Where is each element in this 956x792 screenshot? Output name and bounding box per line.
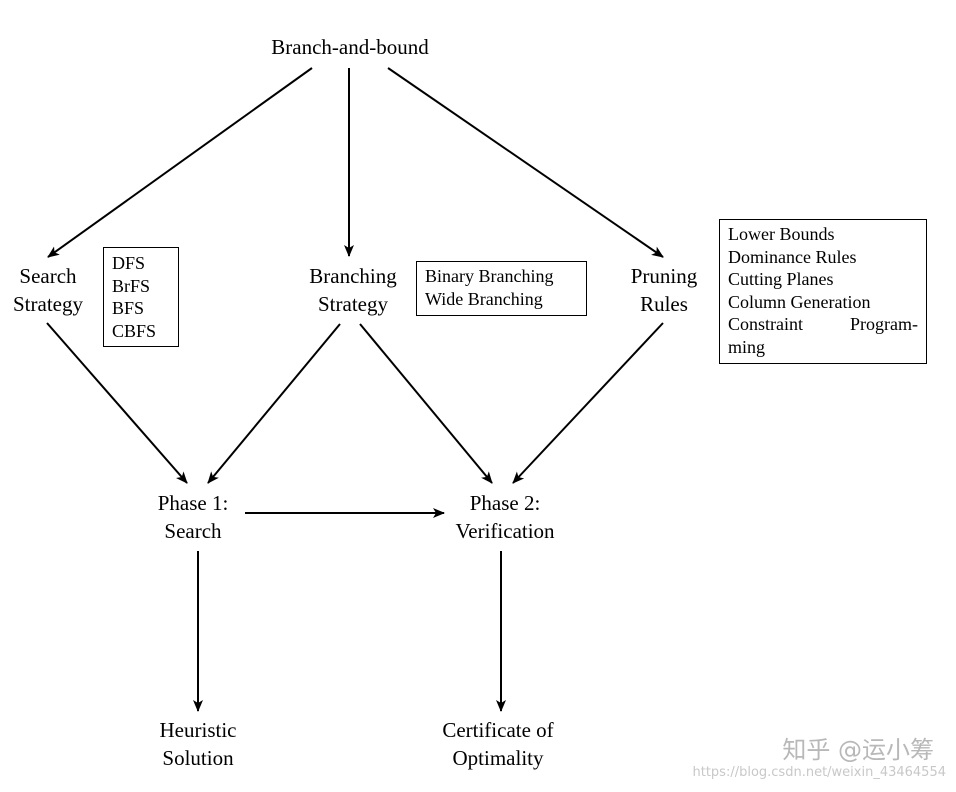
phase1-line-1: Phase 1:	[157, 491, 229, 515]
edge-branching-strategy-to-phase2	[359, 323, 493, 484]
search-box-item: DFS	[112, 253, 146, 273]
branching-strategy-line-2: Strategy	[318, 292, 388, 316]
root-label: Branch-and-bound	[271, 35, 429, 59]
search-strategy-node: Search Strategy	[0, 262, 96, 318]
search-strategy-line-1: Search	[19, 264, 77, 288]
phase1-node: Phase 1: Search	[138, 489, 248, 545]
pruning-box-item: Dominance Rules	[728, 246, 857, 267]
pruning-box-item: ming	[728, 336, 766, 357]
pruning-box-item: Constraint Program-	[728, 314, 918, 334]
edge-pruning-rules-to-phase2	[512, 322, 664, 484]
branching-strategy-box: Binary Branching Wide Branching	[416, 261, 587, 316]
pruning-rules-line-1: Pruning	[630, 264, 698, 288]
branching-strategy-node: Branching Strategy	[293, 262, 413, 318]
edge-branching-strategy-to-phase1	[207, 323, 341, 484]
branching-strategy-line-1: Branching	[309, 264, 397, 288]
pruning-box-item: Column Generation	[728, 291, 871, 312]
search-box-item: BrFS	[112, 275, 151, 296]
certificate-line-2: Optimality	[452, 746, 544, 770]
pruning-rules-line-2: Rules	[640, 292, 688, 316]
certificate-node: Certificate of Optimality	[418, 716, 578, 772]
root-node: Branch-and-bound	[230, 33, 470, 61]
search-strategy-box: DFS BrFS BFS CBFS	[103, 247, 179, 347]
watermark-text: 知乎 @运小筹	[782, 736, 934, 764]
pruning-box-item: Cutting Planes	[728, 269, 834, 289]
branching-box-item: Binary Branching	[425, 266, 554, 286]
edge-search-strategy-to-phase1	[46, 322, 188, 484]
certificate-line-1: Certificate of	[442, 718, 554, 742]
pruning-rules-box: Lower Bounds Dominance Rules Cutting Pla…	[719, 219, 927, 364]
search-strategy-line-2: Strategy	[13, 292, 83, 316]
edge-root-to-pruning-rules	[387, 67, 664, 258]
pruning-box-item: Lower Bounds	[728, 224, 835, 244]
edge-root-to-search-strategy	[47, 67, 313, 258]
watermark-url: https://blog.csdn.net/weixin_43464554	[692, 765, 946, 780]
phase2-line-1: Phase 2:	[469, 491, 541, 515]
search-box-item: CBFS	[112, 320, 157, 341]
phase2-line-2: Verification	[455, 519, 555, 543]
heuristic-node: Heuristic Solution	[138, 716, 258, 772]
search-box-item: BFS	[112, 298, 145, 318]
heuristic-line-1: Heuristic	[159, 718, 237, 742]
heuristic-line-2: Solution	[162, 746, 234, 770]
phase1-line-2: Search	[164, 519, 222, 543]
phase2-node: Phase 2: Verification	[440, 489, 570, 545]
branching-box-item: Wide Branching	[425, 288, 543, 309]
pruning-rules-node: Pruning Rules	[614, 262, 714, 318]
